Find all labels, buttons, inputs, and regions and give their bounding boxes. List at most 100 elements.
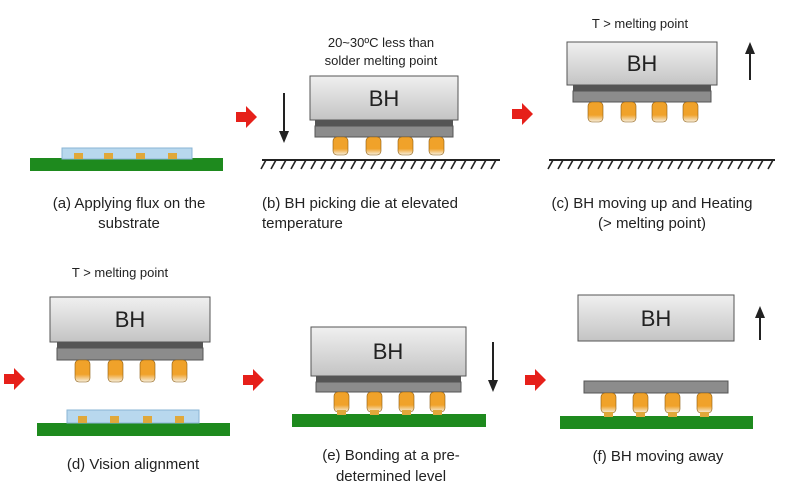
ground-hatch-tick [677,159,684,170]
ground-hatch-tick [567,159,574,170]
substrate-pads [74,153,177,159]
solder-bump [664,392,681,414]
ground-hatch-tick [370,159,377,170]
red-right-arrow-icon [236,106,257,128]
ground-hatch-tick [280,159,287,170]
ground-hatch-tick [350,159,357,170]
ground-hatch-tick [617,159,624,170]
bonding-head [49,296,211,343]
ground-hatch-tick [400,159,407,170]
note-b-line1: 20~30ºC less than [328,35,434,50]
solder-bump [365,136,382,156]
caption-e-line1: (e) Bonding at a pre- [322,447,460,464]
pad [636,412,645,417]
ground-hatch-tick [290,159,297,170]
pad [175,416,184,423]
substrate [292,414,486,427]
caption-b-line1: (b) BH picking die at elevated [262,195,458,212]
solder-bumps [587,101,699,123]
bonding-head-label: BH [373,339,404,364]
ground-hatch-tick [450,159,457,170]
ground-hatch-tick [657,159,664,170]
solder-bumps [333,391,446,413]
ground-hatch-tick [460,159,467,170]
bonding-head-label: BH [369,86,400,111]
solder-bumps [332,136,445,156]
solder-bump [107,359,124,383]
ground-hatch-tick [587,159,594,170]
panel-a: (a) Applying flux on the substrate [30,147,223,232]
solder-bump [366,391,383,413]
ground-hatch-tick [360,159,367,170]
ground-hatch-tick [390,159,397,170]
down-arrow-icon [488,342,498,392]
solder-bump [600,392,617,414]
ground-hatch-tick [320,159,327,170]
note-c: T > melting point [592,16,689,31]
ground-hatch-tick [607,159,614,170]
ground-hatch-tick [300,159,307,170]
ground-hatch-tick [490,159,497,170]
bonding-head [577,294,735,342]
bonding-head-label: BH [627,51,658,76]
note-d: T > melting point [72,265,169,280]
solder-bump [74,359,91,383]
substrate [30,158,223,171]
solder-bump [398,391,415,413]
red-right-arrow-icon [243,369,264,391]
panel-b: 20~30ºC less than solder melting point B… [260,35,500,232]
caption-a-line1: (a) Applying flux on the [53,195,206,212]
panel-e: BH (e) Bonding at a pre- determined leve… [292,326,498,485]
ground-hatch-tick [767,159,774,170]
ground-hatch-tick [310,159,317,170]
caption-b-line2: temperature [262,215,343,232]
solder-bump [397,136,414,156]
ground-hatch-tick [637,159,644,170]
panel-f: BH (f) BH moving away [560,294,765,465]
pad [433,410,442,415]
ground-hatch-tick [577,159,584,170]
ground-hatch-tick [420,159,427,170]
ground-hatch-tick [547,159,554,170]
solder-bump [620,101,637,123]
solder-bump [139,359,156,383]
substrate [560,416,753,429]
die-top-layer [573,85,711,91]
pad [104,153,113,159]
die-top-layer [316,376,461,382]
pad [337,410,346,415]
up-arrow-icon [755,306,765,340]
caption-c-line1: (c) BH moving up and Heating [552,195,753,212]
caption-d: (d) Vision alignment [67,456,200,473]
ground-hatch-tick [470,159,477,170]
ground-hatch-tick [737,159,744,170]
ground-hatch-tick [597,159,604,170]
red-right-arrow-icon [525,369,546,391]
flux-layer [61,147,193,160]
solder-bump [332,136,349,156]
ground-hatch-tick [757,159,764,170]
pad [143,416,152,423]
down-arrow-icon [279,93,289,143]
red-right-arrow-icon [4,368,25,390]
die [583,380,729,394]
ground-hatch-tick [747,159,754,170]
ground-hatch [260,159,500,170]
substrate-pads [604,412,709,417]
solder-bump [429,391,446,413]
solder-bump [632,392,649,414]
ground-hatch-tick [340,159,347,170]
solder-bumps [74,359,188,383]
substrate-pads [78,416,184,423]
caption-a-line2: substrate [98,215,160,232]
ground-hatch-tick [270,159,277,170]
caption-e-line2: determined level [336,468,446,485]
panel-c: T > melting point BH (c) BH moving up an… [547,16,775,232]
die [572,90,712,103]
solder-bump [171,359,188,383]
die [315,381,462,393]
pad [110,416,119,423]
ground-hatch-tick [330,159,337,170]
ground-hatch-tick [410,159,417,170]
pad [700,412,709,417]
